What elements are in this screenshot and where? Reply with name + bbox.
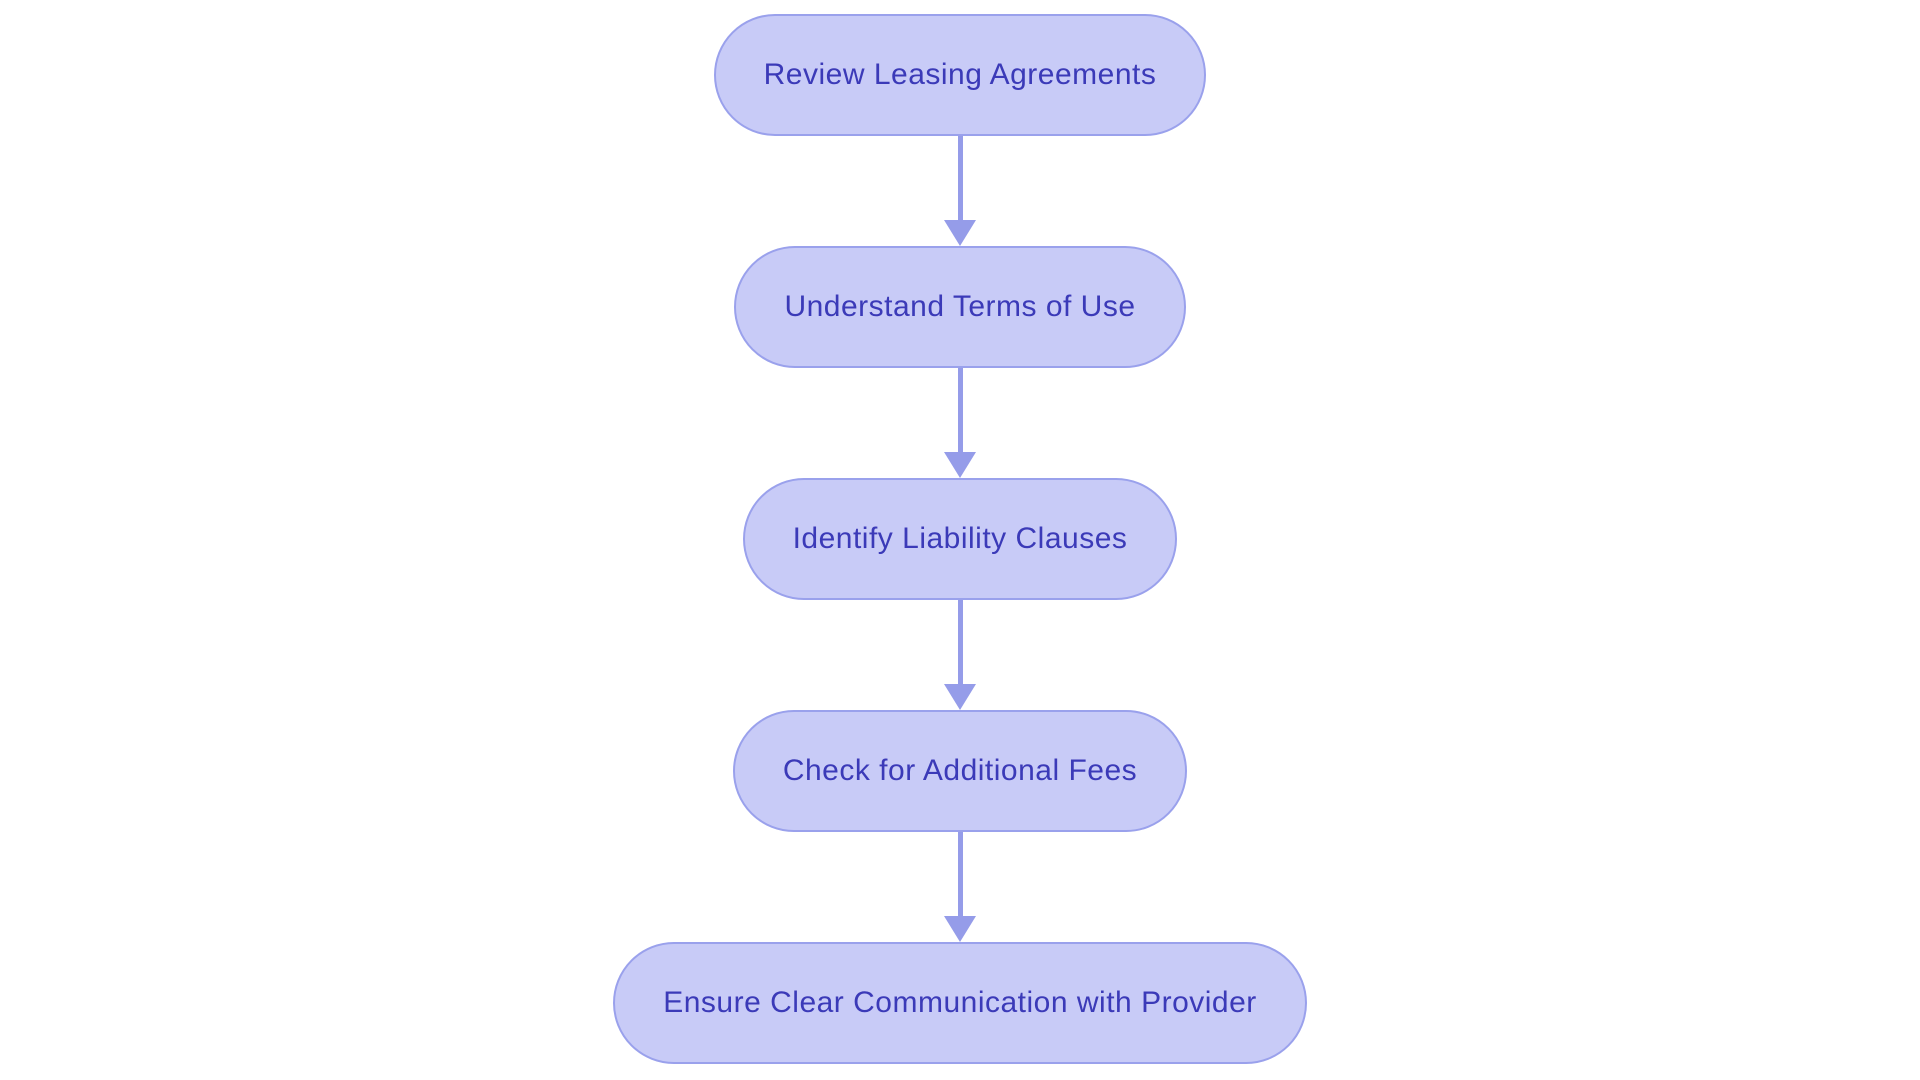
arrow-down-icon [944, 832, 976, 942]
flowchart-node-ensure-clear-communication: Ensure Clear Communication with Provider [613, 942, 1307, 1064]
node-label: Understand Terms of Use [784, 290, 1136, 323]
arrow-down-icon [944, 600, 976, 710]
arrowhead-icon [944, 916, 976, 942]
node-label: Review Leasing Agreements [763, 58, 1157, 91]
flowchart-node-identify-liability-clauses: Identify Liability Clauses [742, 478, 1178, 600]
arrowhead-icon [944, 452, 976, 478]
arrow-shaft [957, 600, 963, 684]
node-label: Ensure Clear Communication with Provider [663, 986, 1257, 1019]
arrowhead-icon [944, 220, 976, 246]
arrow-down-icon [944, 368, 976, 478]
arrowhead-icon [944, 684, 976, 710]
flowchart-node-check-for-additional-fees: Check for Additional Fees [732, 710, 1188, 832]
flowchart-node-review-leasing-agreements: Review Leasing Agreements [713, 14, 1207, 136]
arrow-down-icon [944, 136, 976, 246]
node-label: Identify Liability Clauses [792, 522, 1128, 555]
flowchart-node-understand-terms-of-use: Understand Terms of Use [734, 246, 1186, 368]
arrow-shaft [957, 832, 963, 916]
arrow-shaft [957, 136, 963, 220]
arrow-shaft [957, 368, 963, 452]
node-label: Check for Additional Fees [782, 754, 1138, 787]
